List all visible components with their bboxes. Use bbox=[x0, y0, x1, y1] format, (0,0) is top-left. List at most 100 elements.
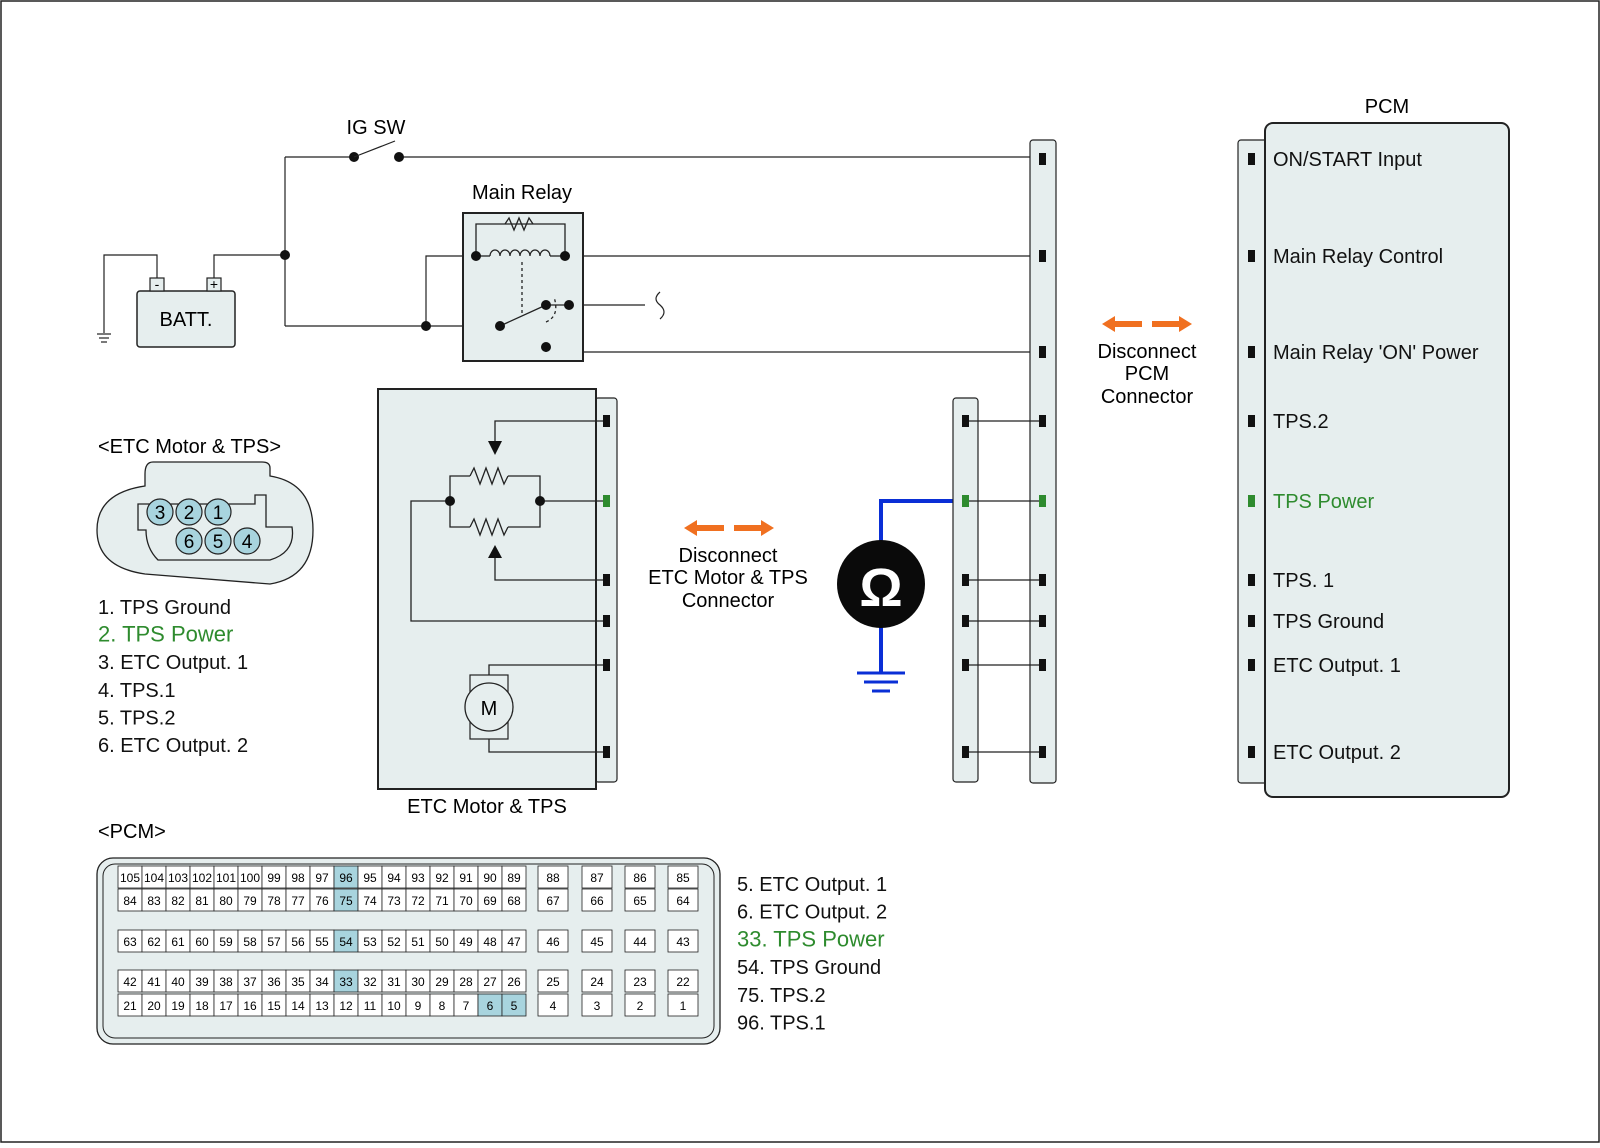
pcm-legend-item: 96. TPS.1 bbox=[737, 1013, 826, 1035]
harness-strip-inner bbox=[952, 397, 979, 783]
pcm-cavity-number: 11 bbox=[364, 999, 377, 1013]
etc-pin-number: 5 bbox=[213, 532, 224, 553]
harness-inner-pin bbox=[962, 659, 969, 671]
pcm-cavity-number: 59 bbox=[219, 935, 233, 949]
pcm-pin-marker bbox=[1248, 415, 1255, 427]
disconnect-etc-arrow bbox=[684, 520, 774, 536]
pcm-cavity bbox=[624, 993, 656, 1017]
pcm-cavity-number: 25 bbox=[546, 975, 560, 989]
pcm-cavity-number: 50 bbox=[435, 935, 449, 949]
pcm-cavity-number: 53 bbox=[363, 935, 377, 949]
pcm-cavity-number: 81 bbox=[195, 894, 209, 908]
etc-legend-item: 5. TPS.2 bbox=[98, 707, 175, 729]
pcm-cavity-number: 61 bbox=[171, 935, 185, 949]
etc-strip-pin bbox=[603, 746, 610, 758]
pcm-cavity-number: 103 bbox=[168, 871, 188, 885]
pcm-cavity bbox=[501, 993, 527, 1017]
pcm-cavity-number: 83 bbox=[147, 894, 161, 908]
pcm-cavity bbox=[667, 865, 699, 889]
pcm-cavity-number: 67 bbox=[546, 894, 560, 908]
pcm-cavity-number: 69 bbox=[483, 894, 497, 908]
pcm-cavity-number: 89 bbox=[507, 871, 521, 885]
pcm-pin-label: ON/START Input bbox=[1273, 149, 1422, 171]
pcm-cavity-number: 63 bbox=[123, 935, 137, 949]
harness-strip-outer bbox=[1029, 139, 1057, 784]
pcm-cavity-number: 28 bbox=[459, 975, 473, 989]
pcm-cavity-number: 76 bbox=[315, 894, 329, 908]
harness-outer-pin bbox=[1039, 495, 1046, 507]
etc-pin bbox=[146, 498, 174, 526]
pcm-cavity-number: 44 bbox=[633, 935, 647, 949]
pcm-cavity-number: 97 bbox=[315, 871, 329, 885]
pcm-cavity-number: 7 bbox=[463, 999, 470, 1013]
harness-outer-pin bbox=[1039, 615, 1046, 627]
etc-pin bbox=[204, 527, 232, 555]
etc-pin-number: 6 bbox=[184, 532, 195, 553]
pcm-cavity-number: 3 bbox=[594, 999, 601, 1013]
pcm-cavity-number: 54 bbox=[339, 935, 353, 949]
pcm-cavity-number: 6 bbox=[487, 999, 494, 1013]
disconnect-pcm-line1: Disconnect bbox=[1098, 341, 1197, 363]
etc-pin bbox=[233, 527, 261, 555]
pcm-cavity-number: 13 bbox=[315, 999, 329, 1013]
etc-pin bbox=[175, 498, 203, 526]
ohmmeter: Ω bbox=[837, 499, 966, 693]
pcm-cavity-number: 105 bbox=[120, 871, 140, 885]
pcm-pin-marker bbox=[1248, 346, 1255, 358]
pcm-legend-item: 6. ETC Output. 2 bbox=[737, 902, 887, 924]
pcm-cavity-number: 98 bbox=[291, 871, 305, 885]
pcm-cavity-number: 78 bbox=[267, 894, 281, 908]
pcm-cavity-number: 31 bbox=[387, 975, 401, 989]
pcm-cavity-number: 68 bbox=[507, 894, 521, 908]
pcm-cavity-number: 10 bbox=[387, 999, 401, 1013]
pcm-cavity-number: 93 bbox=[411, 871, 425, 885]
disconnect-etc-line2: ETC Motor & TPS bbox=[648, 567, 808, 589]
pcm-pin-label: Main Relay 'ON' Power bbox=[1273, 342, 1479, 364]
pcm-cavity-number: 65 bbox=[633, 894, 647, 908]
pcm-cavity-number: 86 bbox=[633, 871, 647, 885]
pcm-cavity-number: 15 bbox=[267, 999, 281, 1013]
battery-minus-label: - bbox=[155, 276, 160, 292]
pcm-cavity-number: 84 bbox=[123, 894, 137, 908]
harness-outer-pin bbox=[1039, 346, 1046, 358]
pcm-pin-label: TPS Ground bbox=[1273, 611, 1384, 633]
pcm-cavity bbox=[581, 969, 613, 993]
pcm-cavity-number: 19 bbox=[171, 999, 185, 1013]
etc-legend-item: 4. TPS.1 bbox=[98, 680, 175, 702]
pcm-cavity-number: 58 bbox=[243, 935, 257, 949]
pcm-cavity-number: 47 bbox=[507, 935, 521, 949]
pcm-cavity-number: 35 bbox=[291, 975, 305, 989]
main-relay-label: Main Relay bbox=[472, 182, 572, 204]
pcm-cavity bbox=[667, 929, 699, 953]
pcm-cavity-number: 1 bbox=[680, 999, 687, 1013]
pcm-pin-marker bbox=[1248, 250, 1255, 262]
pcm-cavity-number: 92 bbox=[435, 871, 449, 885]
pcm-cavity-number: 101 bbox=[216, 871, 236, 885]
harness-outer-pin bbox=[1039, 659, 1046, 671]
pcm-cavity-number: 38 bbox=[219, 975, 233, 989]
pcm-cavity-number: 4 bbox=[550, 999, 557, 1013]
pcm-pin-marker bbox=[1248, 615, 1255, 627]
pcm-pin-marker bbox=[1248, 746, 1255, 758]
pcm-cavity bbox=[501, 929, 527, 953]
pcm-legend-item: 5. ETC Output. 1 bbox=[737, 874, 887, 896]
pcm-cavity-number: 70 bbox=[459, 894, 473, 908]
pcm-pin-marker bbox=[1248, 659, 1255, 671]
etc-pin-number: 3 bbox=[155, 503, 166, 524]
pcm-cavity bbox=[667, 969, 699, 993]
pcm-pin-label: Main Relay Control bbox=[1273, 246, 1443, 268]
pcm-cavity-number: 52 bbox=[387, 935, 401, 949]
harness-inner-pin bbox=[962, 495, 969, 507]
pcm-cavity-number: 87 bbox=[590, 871, 604, 885]
pcm-cavity-number: 72 bbox=[411, 894, 425, 908]
pcm-cavity-number: 32 bbox=[363, 975, 377, 989]
etc-pin bbox=[175, 527, 203, 555]
pcm-cavity-number: 90 bbox=[483, 871, 497, 885]
pcm-cavity-number: 85 bbox=[676, 871, 690, 885]
pcm-legend-item: 75. TPS.2 bbox=[737, 985, 826, 1007]
pcm-cavity-number: 17 bbox=[219, 999, 233, 1013]
pcm-cavity-number: 22 bbox=[676, 975, 690, 989]
pcm-cavity-number: 45 bbox=[590, 935, 604, 949]
